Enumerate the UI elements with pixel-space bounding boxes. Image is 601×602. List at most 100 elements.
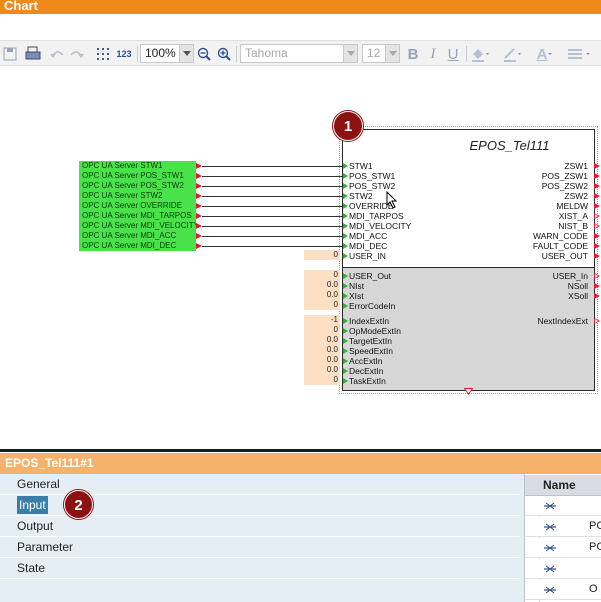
grid-row[interactable] xyxy=(525,496,601,516)
block-input-pin[interactable]: MDI_ACC xyxy=(349,231,388,241)
input-port-icon[interactable] xyxy=(343,232,348,239)
input-port-icon[interactable] xyxy=(343,212,348,219)
source-block[interactable]: OPC UA Server MDI_DEC xyxy=(79,241,196,251)
block-output-pin[interactable]: FAULT_CODE xyxy=(532,241,588,251)
block-output-pin[interactable]: USER_OUT xyxy=(541,251,588,261)
output-port-icon[interactable] xyxy=(594,202,600,209)
connection-wire[interactable] xyxy=(202,226,342,227)
grid-row[interactable] xyxy=(525,559,601,579)
input-port-icon[interactable] xyxy=(343,347,348,354)
nav-item-general[interactable]: General xyxy=(0,474,520,495)
input-value-box[interactable]: 0.0 xyxy=(304,345,340,355)
input-value-box[interactable]: 0 xyxy=(304,270,340,280)
zoom-in-icon[interactable] xyxy=(216,44,232,64)
line-style-icon[interactable] xyxy=(565,44,595,64)
block-output-pin[interactable]: NIST_B xyxy=(558,221,588,231)
input-port-icon[interactable] xyxy=(343,172,348,179)
input-port-icon[interactable] xyxy=(343,317,348,324)
grid-row[interactable]: O xyxy=(525,580,601,600)
nav-item-output[interactable]: Output xyxy=(0,516,520,537)
input-port-icon[interactable] xyxy=(343,222,348,229)
block-output-pin[interactable]: NSoll xyxy=(567,281,588,291)
output-port-icon[interactable] xyxy=(594,192,600,199)
block-input-pin[interactable]: TargetExtIn xyxy=(349,336,392,346)
block-input-pin[interactable]: POS_STW2 xyxy=(349,181,396,191)
undo-icon[interactable] xyxy=(48,44,66,64)
input-value-box[interactable]: 0.0 xyxy=(304,280,340,290)
connection-wire[interactable] xyxy=(202,206,342,207)
input-port-icon[interactable] xyxy=(343,377,348,384)
input-value-box[interactable]: 0 xyxy=(304,250,340,260)
block-input-pin[interactable]: MDI_VELOCITY xyxy=(349,221,412,231)
output-port-icon[interactable] xyxy=(196,182,202,189)
output-port-icon[interactable] xyxy=(196,192,202,199)
redo-icon[interactable] xyxy=(68,44,86,64)
print-icon[interactable] xyxy=(24,44,42,64)
grid-icon[interactable] xyxy=(94,44,112,64)
output-port-icon[interactable] xyxy=(196,232,202,239)
block-input-pin[interactable]: NIst xyxy=(349,281,365,291)
source-block[interactable]: OPC UA Server STW2 xyxy=(79,191,196,201)
input-port-icon[interactable] xyxy=(343,367,348,374)
numbers-icon[interactable]: 123 xyxy=(116,49,132,59)
output-port-icon[interactable] xyxy=(594,242,600,249)
nav-item-input[interactable]: Input xyxy=(0,495,520,516)
output-port-icon[interactable] xyxy=(594,162,600,169)
source-block[interactable]: OPC UA Server STW1 xyxy=(79,161,196,171)
block-expand-icon[interactable] xyxy=(464,388,473,395)
block-output-pin[interactable]: POS_ZSW1 xyxy=(541,171,588,181)
nav-item-parameter[interactable]: Parameter xyxy=(0,537,520,558)
output-port-icon[interactable] xyxy=(196,172,202,179)
input-port-icon[interactable] xyxy=(343,357,348,364)
nav-item-state[interactable]: State xyxy=(0,558,520,579)
block-input-pin[interactable]: STW2 xyxy=(349,191,373,201)
output-port-icon[interactable] xyxy=(196,222,202,229)
block-input-pin[interactable]: AccExtIn xyxy=(349,356,383,366)
italic-button[interactable]: I xyxy=(430,45,436,62)
input-port-icon[interactable] xyxy=(343,202,348,209)
input-value-box[interactable]: 0 xyxy=(304,375,340,385)
block-input-pin[interactable]: ErrorCodeIn xyxy=(349,301,396,311)
block-output-pin[interactable]: XSoll xyxy=(568,291,588,301)
connection-wire[interactable] xyxy=(202,186,342,187)
source-block[interactable]: OPC UA Server POS_STW1 xyxy=(79,171,196,181)
line-color-icon[interactable] xyxy=(501,44,527,64)
bold-button[interactable]: B xyxy=(407,45,419,63)
block-output-pin[interactable]: ZSW1 xyxy=(564,161,588,171)
input-port-icon[interactable] xyxy=(343,252,348,259)
input-value-box[interactable]: 0 xyxy=(304,300,340,310)
zoom-out-icon[interactable] xyxy=(196,44,212,64)
font-size-select[interactable]: 12 xyxy=(362,44,400,63)
input-value-box[interactable]: 0.0 xyxy=(304,355,340,365)
block-input-pin[interactable]: MDI_TARPOS xyxy=(349,211,404,221)
block-input-pin[interactable]: OVERRIDE xyxy=(349,201,394,211)
connection-wire[interactable] xyxy=(202,246,342,247)
input-port-icon[interactable] xyxy=(343,292,348,299)
font-color-icon[interactable]: A xyxy=(533,44,559,64)
block-output-pin[interactable]: WARN_CODE xyxy=(533,231,588,241)
block-output-pin[interactable]: NextIndexExt xyxy=(537,316,588,326)
output-port-icon[interactable] xyxy=(594,272,600,279)
input-port-icon[interactable] xyxy=(343,302,348,309)
font-family-select[interactable]: Tahoma xyxy=(240,44,358,63)
block-input-pin[interactable]: USER_IN xyxy=(349,251,386,261)
block-input-pin[interactable]: MDI_DEC xyxy=(349,241,388,251)
connection-wire[interactable] xyxy=(202,166,342,167)
connection-wire[interactable] xyxy=(202,176,342,177)
input-port-icon[interactable] xyxy=(343,337,348,344)
zoom-select[interactable]: 100% xyxy=(140,44,194,63)
output-port-icon[interactable] xyxy=(594,292,600,299)
input-port-icon[interactable] xyxy=(343,242,348,249)
connection-wire[interactable] xyxy=(202,236,342,237)
output-port-icon[interactable] xyxy=(196,212,202,219)
block-input-pin[interactable]: XIst xyxy=(349,291,364,301)
output-port-icon[interactable] xyxy=(196,162,202,169)
grid-row[interactable]: PC xyxy=(525,517,601,537)
block-input-pin[interactable]: STW1 xyxy=(349,161,373,171)
input-port-icon[interactable] xyxy=(343,282,348,289)
output-port-icon[interactable] xyxy=(594,252,600,259)
block-input-pin[interactable]: IndexExtIn xyxy=(349,316,390,326)
input-port-icon[interactable] xyxy=(343,162,348,169)
underline-button[interactable]: U xyxy=(447,45,459,63)
